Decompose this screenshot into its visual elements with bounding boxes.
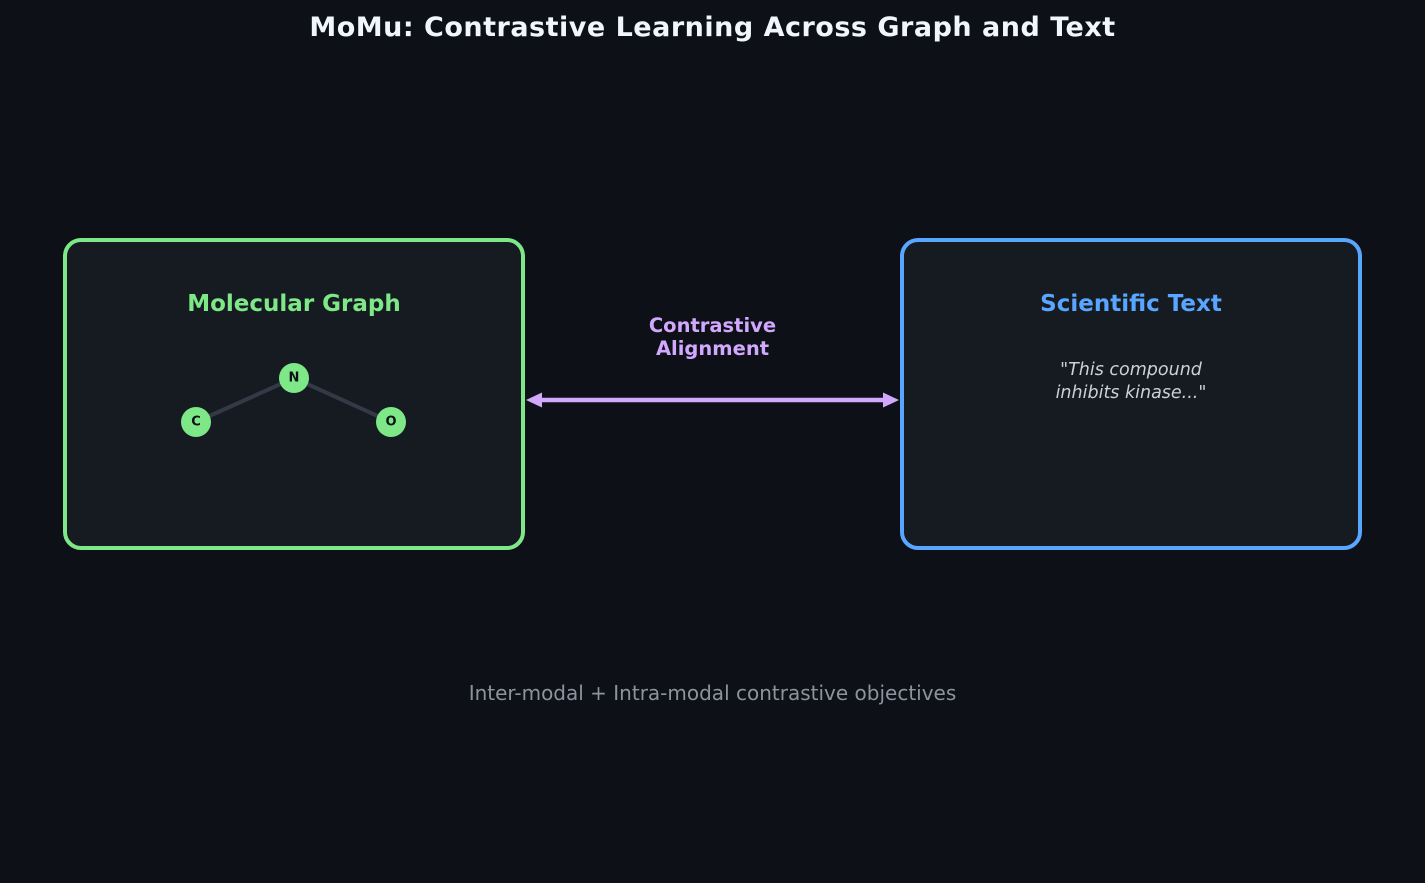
atom-label: N <box>289 371 300 386</box>
quote-text: "This compound inhibits kinase..." <box>904 359 1358 405</box>
atom-node <box>279 363 309 393</box>
molecule-graph-icon: N C O <box>181 363 406 437</box>
arrow-head-left <box>526 392 542 408</box>
bottom-caption: Inter-modal + Intra-modal contrastive ob… <box>468 681 957 705</box>
scientific-text-box: Scientific Text "This compound inhibits … <box>900 238 1362 550</box>
atom-label: C <box>191 415 201 430</box>
atom-node <box>181 407 211 437</box>
diagram-title: MoMu: Contrastive Learning Across Graph … <box>309 12 1116 43</box>
double-arrow-icon <box>526 392 899 408</box>
arrow-head-right <box>883 392 899 408</box>
molecular-graph-title: Molecular Graph <box>187 291 401 317</box>
quote-line-1: "This compound <box>1060 360 1202 380</box>
scientific-text-title: Scientific Text <box>1040 291 1222 317</box>
atom-label: O <box>385 415 396 430</box>
bond-edge <box>195 376 295 424</box>
contrastive-alignment-label: Contrastive Alignment <box>525 314 900 360</box>
atom-node <box>376 407 406 437</box>
bond-edge <box>293 376 392 424</box>
arrow-label-line-1: Contrastive <box>648 314 777 337</box>
molecular-graph-box: Molecular Graph N C O <box>63 238 525 550</box>
arrow-label-line-2: Alignment <box>655 337 770 360</box>
quote-line-2: inhibits kinase..." <box>1055 383 1207 403</box>
